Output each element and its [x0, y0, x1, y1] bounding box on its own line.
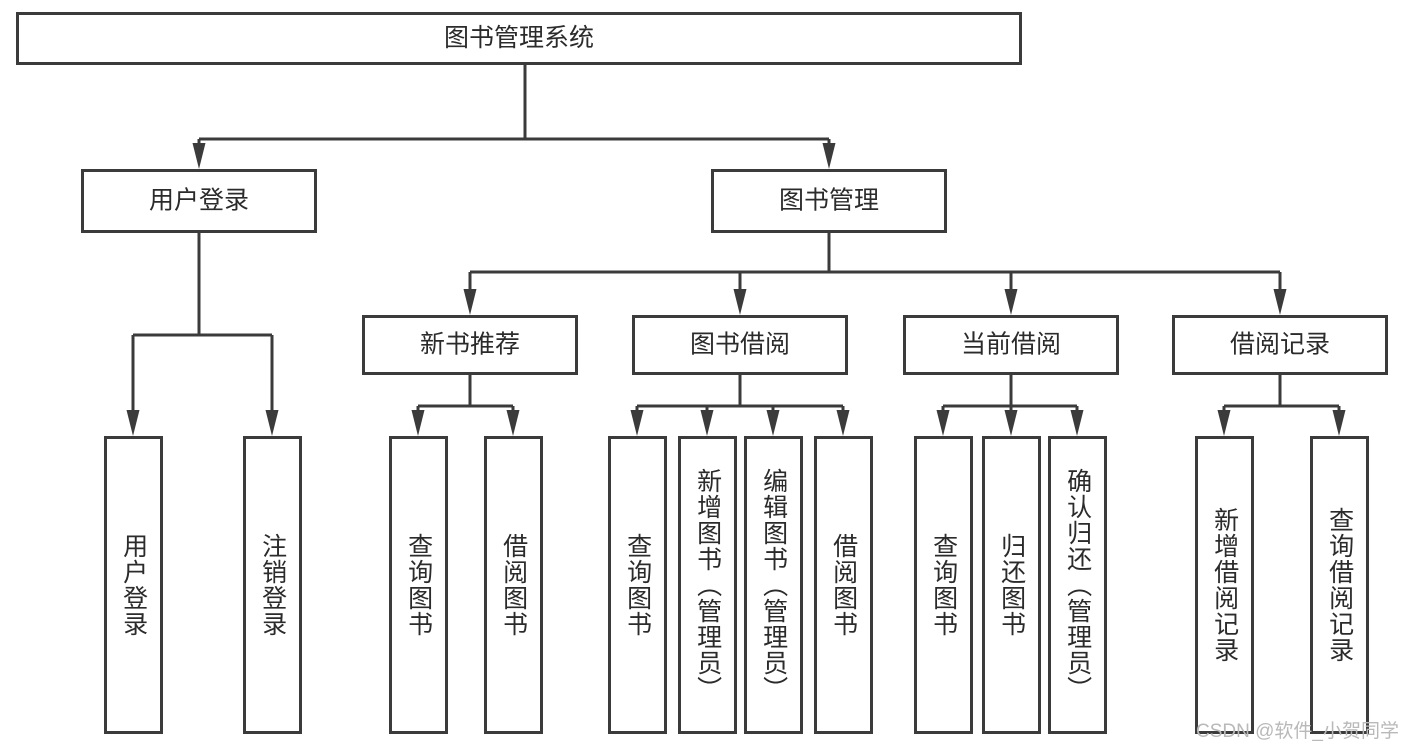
node-label-leaf-7: 借阅图书: [829, 533, 858, 637]
connector-layer: [126, 65, 1346, 436]
node-box-title[interactable]: [16, 12, 1022, 65]
leaf-arrow-0-head: [411, 410, 425, 436]
node-box-level2-1[interactable]: [711, 169, 947, 233]
node-label-level3-0: 新书推荐: [420, 331, 520, 359]
node-box-leaf-3[interactable]: [484, 436, 543, 734]
leaf-arrow-2-head: [630, 410, 644, 436]
node-box-leaf-11[interactable]: [1195, 436, 1254, 734]
node-label-level3-2: 当前借阅: [961, 331, 1061, 359]
node-box-leaf-12[interactable]: [1310, 436, 1369, 734]
level2-arrow-1-head: [822, 143, 836, 169]
node-box-level3-2[interactable]: [903, 315, 1119, 375]
node-box-leaf-6[interactable]: [744, 436, 803, 734]
csdn-watermark: CSDN @软件_小贺同学: [1196, 721, 1399, 742]
node-label-level3-3: 借阅记录: [1230, 331, 1330, 359]
node-box-leaf-2[interactable]: [389, 436, 448, 734]
node-label-leaf-2: 查询图书: [404, 533, 433, 637]
node-label-leaf-4: 查询图书: [623, 533, 652, 637]
leaf-arrow-8-head: [1070, 410, 1084, 436]
node-label-leaf-3: 借阅图书: [499, 533, 528, 637]
leaf-arrow-1-head: [506, 410, 520, 436]
node-label-leaf-12: 查询借阅记录: [1325, 507, 1354, 663]
level3-arrow-0-head: [463, 289, 477, 315]
login-arrow-1-head: [265, 410, 279, 436]
leaf-arrow-5-head: [836, 410, 850, 436]
node-label-level3-1: 图书借阅: [690, 331, 790, 359]
node-box-leaf-7[interactable]: [814, 436, 873, 734]
node-label-leaf-9: 归还图书: [997, 533, 1026, 637]
level2-arrow-0-head: [192, 143, 206, 169]
level3-arrow-2-head: [1004, 289, 1018, 315]
leaf-arrow-9-head: [1217, 410, 1231, 436]
leaf-arrow-4-head: [766, 410, 780, 436]
node-label-leaf-8: 查询图书: [929, 533, 958, 637]
node-box-leaf-10[interactable]: [1048, 436, 1107, 734]
node-box-leaf-8[interactable]: [914, 436, 973, 734]
node-box-leaf-0[interactable]: [104, 436, 163, 734]
node-box-level2-0[interactable]: [81, 169, 317, 233]
login-arrow-0-head: [126, 410, 140, 436]
node-label-leaf-0: 用户登录: [119, 533, 148, 637]
node-label-leaf-1: 注销登录: [258, 533, 287, 637]
node-box-level3-3[interactable]: [1172, 315, 1388, 375]
node-box-level3-1[interactable]: [632, 315, 848, 375]
node-label-level2-1: 图书管理: [779, 187, 879, 215]
leaf-arrow-6-head: [936, 410, 950, 436]
level3-arrow-1-head: [733, 289, 747, 315]
level3-arrow-3-head: [1273, 289, 1287, 315]
node-box-level3-0[interactable]: [362, 315, 578, 375]
node-box-leaf-5[interactable]: [678, 436, 737, 734]
box-layer: [16, 12, 1388, 734]
node-label-leaf-10: 确认归还（管理员）: [1063, 468, 1092, 702]
node-label-level2-0: 用户登录: [149, 187, 249, 215]
node-label-leaf-5: 新增图书（管理员）: [693, 468, 722, 702]
node-label-leaf-11: 新增借阅记录: [1210, 507, 1239, 663]
node-box-leaf-1[interactable]: [243, 436, 302, 734]
leaf-arrow-3-head: [700, 410, 714, 436]
node-box-leaf-4[interactable]: [608, 436, 667, 734]
node-label-title: 图书管理系统: [444, 24, 594, 52]
leaf-arrow-10-head: [1332, 410, 1346, 436]
node-box-leaf-9[interactable]: [982, 436, 1041, 734]
node-label-leaf-6: 编辑图书（管理员）: [759, 468, 788, 702]
leaf-arrow-7-head: [1004, 410, 1018, 436]
